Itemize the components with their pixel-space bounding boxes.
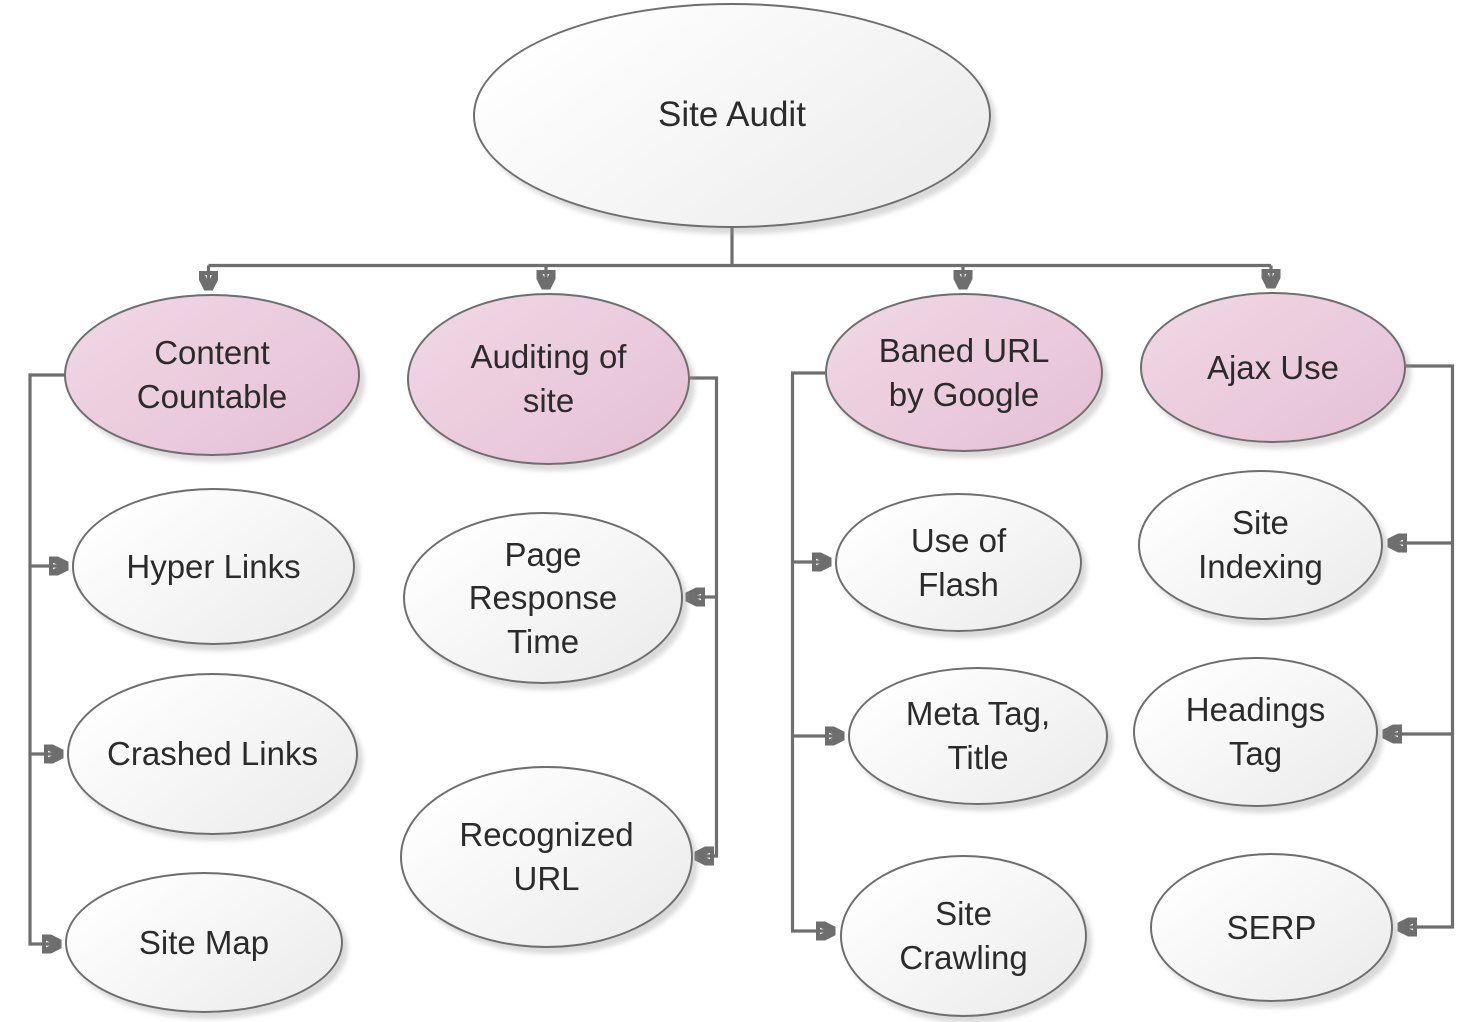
node-serp: SERP	[1150, 853, 1393, 1002]
node-hyper-links: Hyper Links	[72, 488, 355, 645]
node-recognized-url: Recognized URL	[400, 766, 693, 948]
node-headings-tag: Headings Tag	[1133, 657, 1378, 807]
node-auditing-of-site: Auditing of site	[407, 293, 690, 465]
node-content-countable: Content Countable	[64, 294, 360, 456]
connector-content-countable-to-site-map	[28, 373, 64, 944]
node-site-indexing: Site Indexing	[1138, 470, 1383, 620]
node-baned-url-by-google: Baned URL by Google	[825, 293, 1103, 452]
node-site-map: Site Map	[65, 872, 343, 1013]
node-use-of-flash: Use of Flash	[835, 493, 1082, 632]
connector-auditing-to-recognized-url	[690, 376, 719, 856]
node-ajax-use: Ajax Use	[1140, 292, 1406, 443]
node-meta-tag-title: Meta Tag, Title	[848, 667, 1108, 805]
node-site-crawling: Site Crawling	[840, 855, 1087, 1017]
node-site-audit: Site Audit	[473, 3, 991, 228]
node-page-response-time: Page Response Time	[403, 512, 683, 684]
connector-ajax-use-to-serp	[1400, 364, 1455, 927]
node-crashed-links: Crashed Links	[67, 673, 358, 835]
connector-baned-url-to-site-crawling	[790, 371, 834, 931]
